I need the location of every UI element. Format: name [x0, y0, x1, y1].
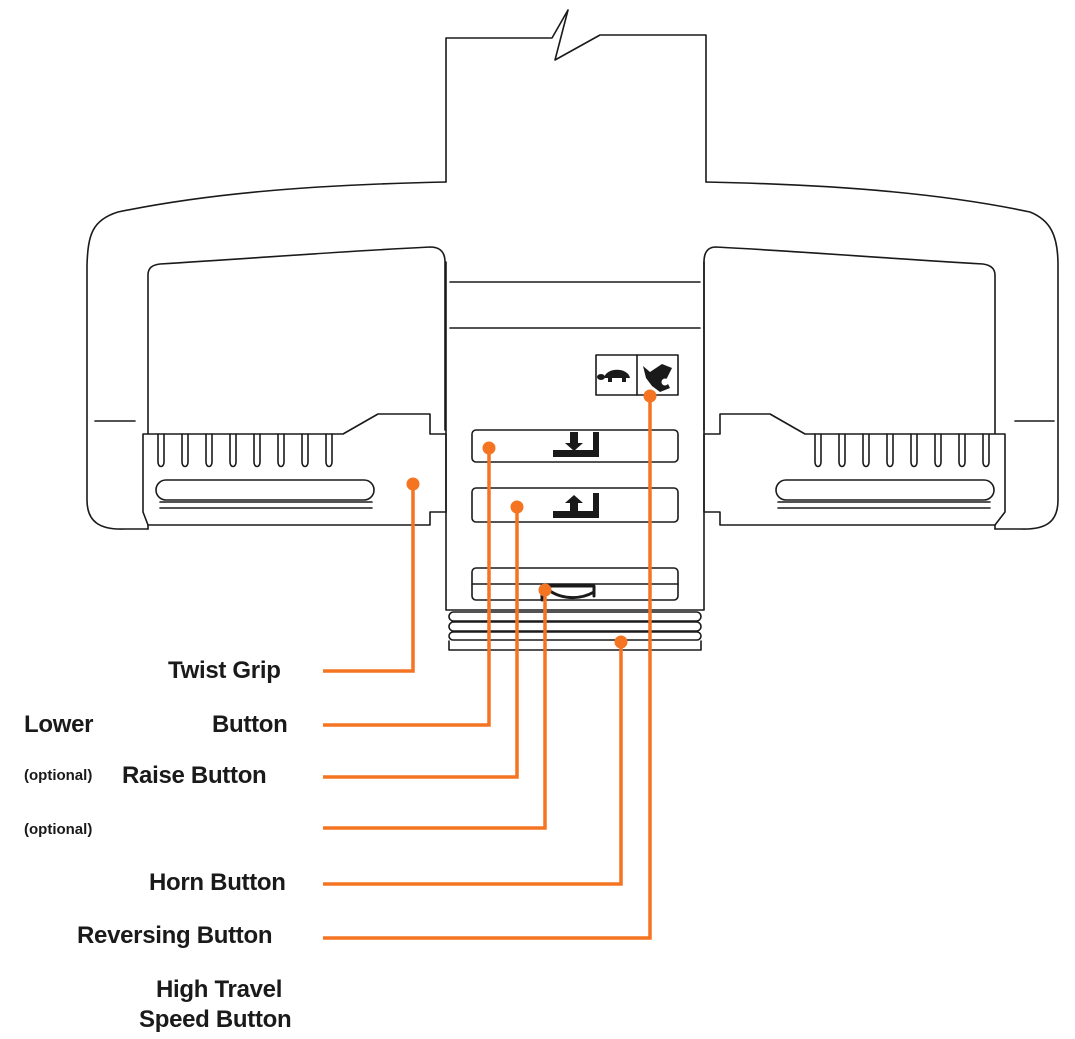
tiller-arm [445, 9, 707, 183]
turtle-icon [597, 369, 630, 382]
callout-dots [406, 389, 657, 649]
label-optional-1: (optional) [24, 767, 93, 784]
leader-reversing-button [323, 642, 623, 886]
label-reversing-button: Reversing Button [77, 922, 273, 949]
label-optional-2: (optional) [24, 821, 93, 838]
leader-horn-button [323, 590, 547, 830]
leader-high-speed-button [323, 396, 652, 940]
label-horn-button: Horn Button [149, 869, 286, 896]
right-grip-teeth [814, 433, 990, 468]
callout-leaders [323, 396, 652, 940]
leader-lower-button [323, 448, 491, 727]
label-raise-button: Raise Button [122, 762, 267, 789]
left-grip-teeth [157, 433, 333, 468]
raise-arrow-icon [553, 493, 599, 518]
leader-twist-grip [323, 484, 415, 673]
left-grip-slot [155, 479, 375, 501]
label-speed-button: Speed Button [139, 1006, 292, 1033]
reversing-button[interactable] [448, 611, 702, 622]
label-lower-button: Button [212, 711, 288, 738]
right-grip-slot [775, 479, 995, 501]
leader-raise-button [323, 507, 519, 779]
label-high-travel: High Travel [156, 976, 283, 1003]
label-lower: Lower [24, 711, 94, 738]
handle-yoke [86, 181, 447, 530]
right-grip [703, 246, 996, 530]
rabbit-icon [643, 364, 672, 392]
center-panel [445, 261, 705, 611]
lower-arrow-icon [553, 432, 599, 457]
label-twist-grip: Twist Grip [168, 657, 281, 684]
left-grip [147, 246, 446, 530]
